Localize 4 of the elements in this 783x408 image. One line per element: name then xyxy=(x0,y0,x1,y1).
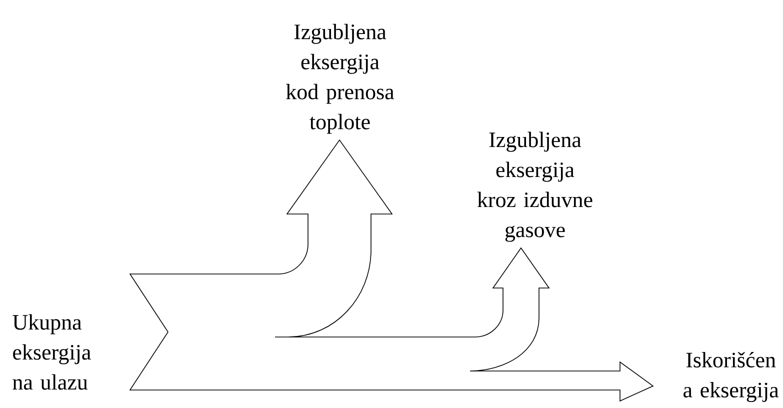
flow-label: Izgubljena eksergija kod prenosa toplote xyxy=(286,24,394,134)
flow-label: Iskorišćen a eksergija xyxy=(684,352,779,402)
flow-label: Ukupna eksergija na ulazu xyxy=(12,314,91,390)
flow-label: Izgubljena eksergija kroz izduvne gasove xyxy=(477,132,592,242)
